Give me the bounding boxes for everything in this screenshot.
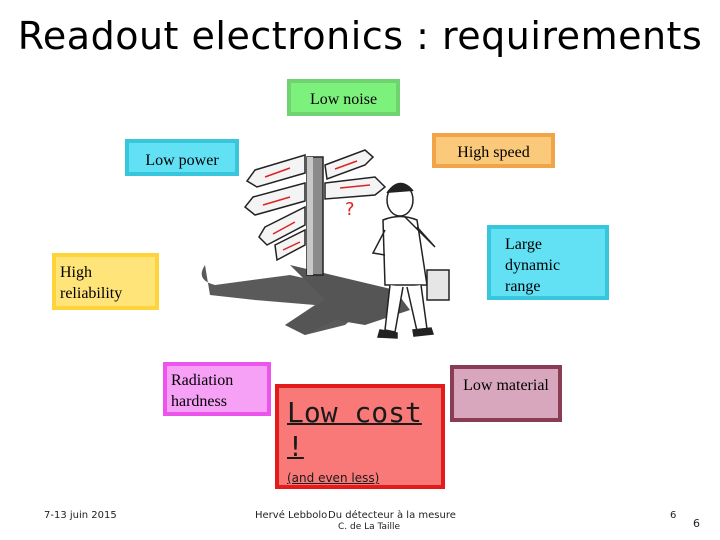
large-dynamic-range-line: range	[505, 278, 541, 295]
large-dynamic-range-line: Large	[505, 236, 543, 253]
footer-author: Hervé Lebbolo	[255, 510, 328, 521]
footer-page-number-small: 6	[670, 510, 677, 521]
low-noise-label: Low noise	[309, 91, 378, 108]
footer-talk-title: Du détecteur à la mesure	[328, 510, 456, 521]
question-mark: ?	[345, 199, 355, 220]
low-power-label: Low power	[145, 152, 219, 169]
confused-man	[371, 182, 450, 339]
confused-man-at-signpost-illustration: ?	[201, 149, 450, 339]
slide-title: Readout electronics : requirements	[17, 14, 703, 58]
high-reliability-line: reliability	[60, 285, 123, 302]
low-cost-subtitle: (and even less)	[287, 471, 380, 485]
signpost-sign	[243, 182, 306, 216]
low-material-box: Low material	[450, 365, 562, 422]
low-cost-box: Low cost ! (and even less)	[275, 384, 445, 489]
footer-date: 7-13 juin 2015	[44, 510, 117, 521]
high-reliability-box: High reliability	[52, 253, 159, 310]
signpost-sign	[274, 228, 306, 262]
signpost-sign	[324, 176, 387, 200]
radiation-hardness-line: Radiation	[171, 372, 234, 389]
radiation-hardness-line: hardness	[171, 393, 227, 410]
large-dynamic-range-box: Large dynamic range	[487, 225, 609, 300]
signpost-sign	[258, 205, 306, 246]
radiation-hardness-box: Radiation hardness	[163, 362, 271, 416]
footer-subtitle: C. de La Taille	[338, 522, 401, 532]
large-dynamic-range-line: dynamic	[505, 257, 561, 274]
signpost-sign	[245, 153, 306, 188]
low-noise-box: Low noise	[287, 79, 400, 116]
page-number: 6	[693, 517, 700, 530]
high-speed-label: High speed	[457, 144, 530, 161]
low-power-box: Low power	[125, 139, 239, 176]
low-material-label: Low material	[463, 377, 549, 394]
low-cost-label: Low cost !	[287, 396, 422, 463]
high-speed-box: High speed	[432, 133, 555, 168]
high-reliability-line: High	[60, 264, 92, 281]
